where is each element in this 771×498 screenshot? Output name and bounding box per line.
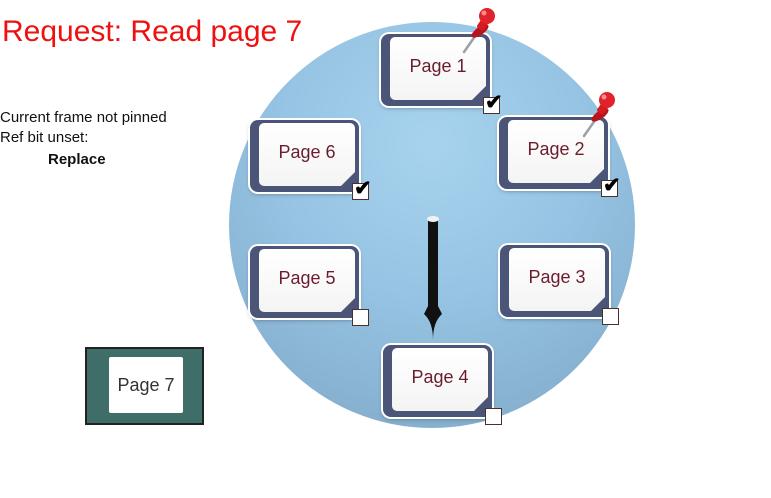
page-card: Page 1 <box>390 37 486 100</box>
frame-page-1: Page 1 ✔ <box>381 34 503 114</box>
page-card: Page 4 <box>392 348 488 411</box>
page-card: Page 6 <box>259 123 355 186</box>
checkmark-icon: ✔ <box>485 91 503 114</box>
page-card: Page 3 <box>509 248 605 311</box>
page-label: Page 3 <box>528 267 586 287</box>
ref-bit-checkbox: ✔ <box>352 178 372 200</box>
frame-page-6: Page 6 ✔ <box>250 120 372 200</box>
frame-page-4: Page 4 <box>383 345 502 425</box>
incoming-page-box: Page 7 <box>85 347 204 425</box>
pushpin-icon <box>582 92 615 138</box>
frame-page-3: Page 3 <box>500 245 619 325</box>
checkmark-icon: ✔ <box>603 174 621 197</box>
request-title: Request: Read page 7 <box>2 15 303 48</box>
ref-bit-checkbox <box>602 308 619 325</box>
page-label: Page 4 <box>411 367 469 387</box>
page-card: Page 7 <box>109 357 183 413</box>
action-replace: Replace <box>48 151 106 168</box>
status-note-ref-bit: Ref bit unset: <box>0 129 89 146</box>
ref-bit-checkbox: ✔ <box>601 175 621 197</box>
page-card: Page 5 <box>259 249 355 312</box>
frame-page-5: Page 5 <box>250 246 369 326</box>
ref-bit-checkbox: ✔ <box>483 92 503 114</box>
checkmark-icon: ✔ <box>354 177 372 200</box>
page-label: Page 6 <box>278 142 336 162</box>
page-label: Page 2 <box>527 139 585 159</box>
page-label: Page 7 <box>117 374 175 395</box>
pushpin-icon <box>462 8 495 54</box>
clock-hand-arrow <box>424 216 442 340</box>
status-note-not-pinned: Current frame not pinned <box>0 109 167 126</box>
ref-bit-checkbox <box>352 309 369 326</box>
page-label: Page 1 <box>409 56 467 76</box>
page-label: Page 5 <box>278 268 336 288</box>
ref-bit-checkbox <box>485 408 502 425</box>
